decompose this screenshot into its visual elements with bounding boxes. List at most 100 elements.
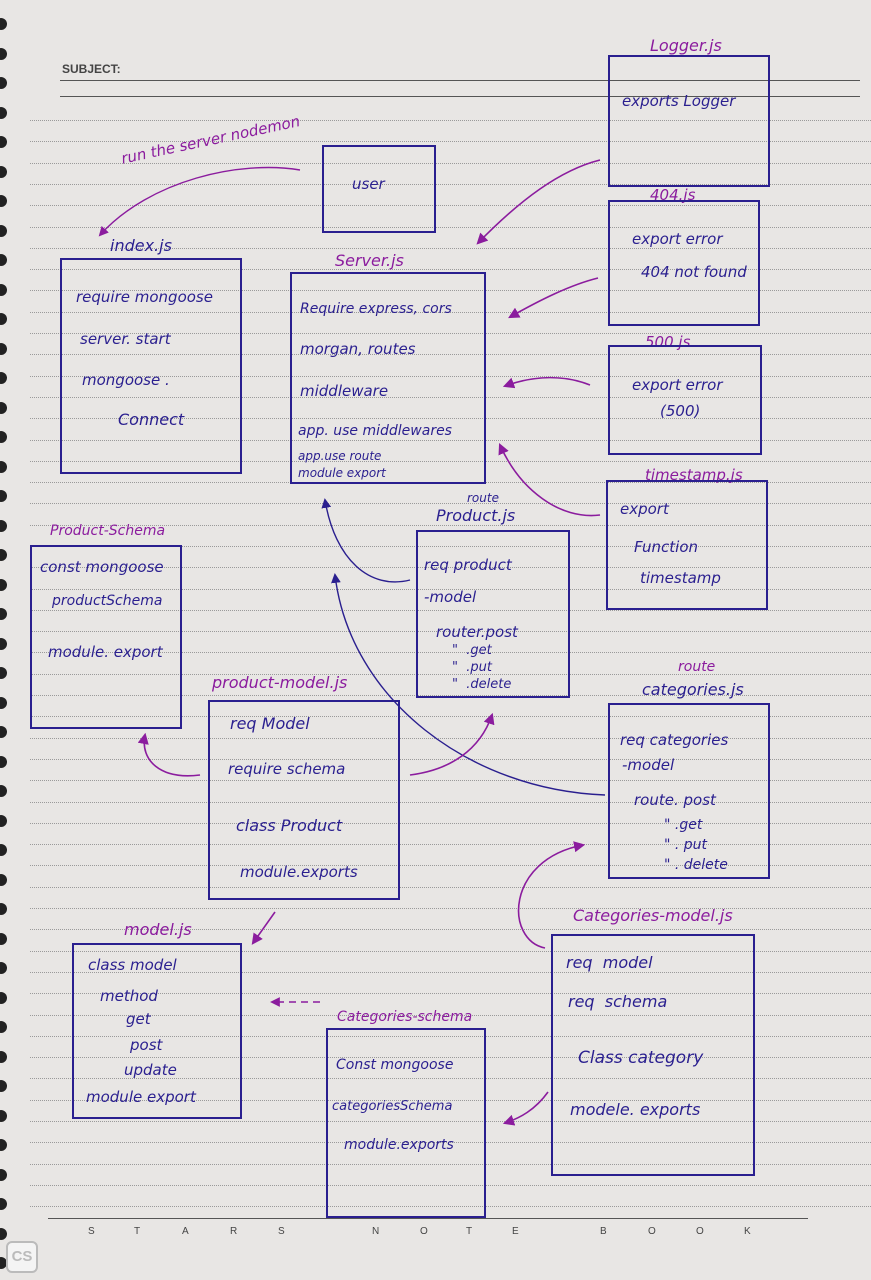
product-model-line: module.exports [240, 863, 358, 881]
ruled-line [30, 1164, 871, 1165]
index-title: index.js [110, 236, 172, 255]
spiral-hole [0, 77, 7, 89]
index-line: server. start [80, 330, 171, 348]
ruled-line [30, 1185, 871, 1186]
index-box [60, 258, 242, 474]
ruled-line [30, 589, 871, 590]
footer-letter: K [744, 1226, 751, 1237]
timestamp-line: export [620, 500, 669, 518]
spiral-hole [0, 107, 7, 119]
spiral-hole [0, 520, 7, 532]
route-product-title: Product.js [436, 506, 516, 525]
spiral-hole [0, 18, 7, 30]
product-model-box [208, 700, 400, 900]
ruled-line [30, 184, 871, 185]
ruled-line [30, 376, 871, 377]
arrow-route-product-to-server [321, 498, 411, 583]
spiral-hole [0, 1198, 7, 1210]
model-line: post [130, 1036, 163, 1054]
model-line: module export [86, 1088, 196, 1106]
footer-letter: E [512, 1226, 519, 1237]
ruled-line [30, 503, 871, 504]
spiral-hole [0, 962, 7, 974]
categories-schema-title: Categories-schema [337, 1009, 473, 1025]
ruled-line [30, 759, 871, 760]
ruled-line [30, 652, 871, 653]
ruled-line [30, 802, 871, 803]
route-categories-title: route [678, 659, 716, 675]
timestamp-line: Function [634, 538, 699, 556]
categories-schema-line: Const mongoose [336, 1057, 454, 1073]
spiral-hole [0, 372, 7, 384]
spiral-hole [0, 284, 7, 296]
route-product-line: " .get [452, 643, 492, 658]
spiral-hole [0, 1110, 7, 1122]
arrow-logger-to-server [476, 159, 601, 245]
error-404-title: 404.js [650, 186, 696, 204]
error-404-line: 404 not found [641, 263, 747, 281]
route-product-line: -model [424, 588, 477, 606]
spiral-hole [0, 343, 7, 355]
spiral-hole [0, 1257, 7, 1269]
ruled-line [30, 1206, 871, 1207]
route-categories-line: req categories [620, 731, 729, 749]
categories-schema-line: module.exports [344, 1137, 454, 1153]
spiral-hole [0, 549, 7, 561]
route-product-line: " .delete [452, 677, 512, 692]
ruled-line [30, 567, 871, 568]
spiral-hole [0, 461, 7, 473]
ruled-line [30, 610, 871, 611]
server-line: middleware [300, 382, 389, 400]
timestamp-line: timestamp [640, 569, 721, 587]
model-line: class model [88, 956, 177, 974]
route-categories-box [608, 703, 770, 879]
server-line: app. use middlewares [298, 423, 452, 439]
spiral-hole [0, 785, 7, 797]
ruled-line [30, 546, 871, 547]
ruled-line [30, 972, 871, 973]
model-line: method [100, 987, 158, 1005]
arrow-404-to-server [508, 277, 599, 319]
error-404-box [608, 200, 760, 326]
product-model-line: req Model [230, 714, 310, 733]
product-model-line: require schema [228, 760, 346, 778]
ruled-line [30, 1142, 871, 1143]
spiral-hole [0, 402, 7, 414]
spiral-hole [0, 726, 7, 738]
route-categories-line: " . delete [664, 857, 728, 873]
categories-model-box [551, 934, 755, 1176]
ruled-line [30, 865, 871, 866]
categories-model-line: req model [566, 953, 653, 972]
categories-model-line: Class category [578, 1048, 704, 1068]
ruled-line [30, 397, 871, 398]
ruled-line [30, 290, 871, 291]
ruled-line [30, 1100, 871, 1101]
spiral-hole [0, 903, 7, 915]
categories-schema-box [326, 1028, 486, 1218]
categories-model-line: req schema [568, 992, 668, 1011]
footer-letter: O [648, 1226, 656, 1237]
error-404-line: export error [632, 230, 723, 248]
ruled-line [30, 844, 871, 845]
ruled-line [30, 823, 871, 824]
spiral-hole [0, 48, 7, 60]
spiral-hole [0, 579, 7, 591]
logger-line: exports Logger [622, 92, 736, 110]
spiral-hole [0, 1051, 7, 1063]
arrow-product-model-to-product-schema [137, 732, 201, 777]
user-label: user [352, 175, 385, 193]
model-line: update [124, 1061, 177, 1079]
categories-schema-line: categoriesSchema [332, 1099, 453, 1114]
spiral-hole [0, 992, 7, 1004]
index-line: require mongoose [76, 288, 213, 306]
ruled-line [30, 716, 871, 717]
arrow-route-categories-to-server [331, 573, 606, 796]
spiral-hole [0, 874, 7, 886]
timestamp-title: timestamp.js [645, 466, 743, 484]
index-line: mongoose . [82, 371, 170, 389]
ruled-line [30, 951, 871, 952]
ruled-line [30, 418, 871, 419]
ruled-line [30, 269, 871, 270]
